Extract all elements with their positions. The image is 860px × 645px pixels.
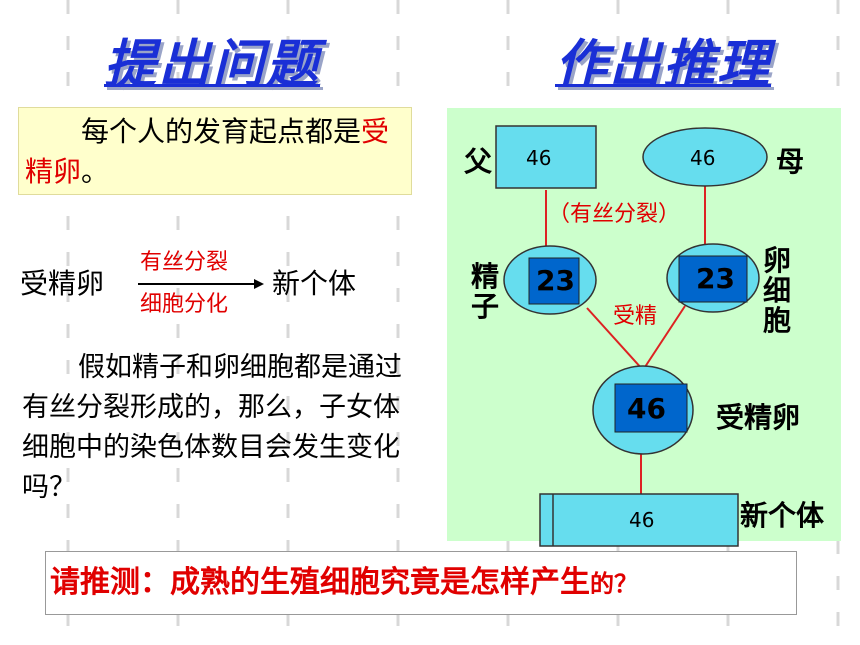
egg-label: 卵细胞 [762, 244, 791, 337]
bottom-question-main: 请推测：成熟的生殖细胞究竟是怎样产生 [50, 565, 590, 600]
sperm-label: 精子 [470, 260, 499, 323]
line-egg-zygote [642, 305, 686, 371]
hypothesis-text: 假如精子和卵细胞都是通过有丝分裂形成的，那么，子女体细胞中的染色体数目会发生变化… [22, 352, 402, 503]
egg-chromosome [678, 255, 748, 303]
line-sperm-zygote [586, 307, 644, 371]
question-suffix: 。 [81, 155, 110, 188]
zygote-label: 受精卵 [716, 401, 801, 434]
father-label: 父 [464, 145, 493, 178]
zygote-chromosome [614, 383, 688, 433]
father-cell [495, 125, 597, 189]
heading-make-inference: 作出推理 [555, 35, 772, 95]
flow-below-arrow-label: 细胞分化 [140, 292, 229, 317]
mother-label: 母 [776, 145, 805, 178]
bottom-question-tail: 的？ [590, 570, 638, 598]
question-highlight: 受精卵 [25, 115, 390, 188]
mother-value: 46 [690, 146, 716, 170]
new-individual-label: 新个体 [740, 499, 825, 532]
inheritance-diagram [495, 125, 768, 547]
flow-arrow [138, 279, 264, 289]
heading-ask-question: 提出问题 [104, 35, 321, 95]
egg-value: 23 [696, 262, 735, 295]
zygote-value: 46 [627, 392, 666, 425]
flow-from-label: 受精卵 [20, 267, 105, 300]
father-value: 46 [526, 146, 552, 170]
mother-cell [642, 127, 768, 187]
flow-to-label: 新个体 [272, 267, 357, 300]
hypothesis-paragraph: 假如精子和卵细胞都是通过有丝分裂形成的，那么，子女体细胞中的染色体数目会发生变化… [22, 348, 412, 508]
bottom-question-box: 请推测：成熟的生殖细胞究竟是怎样产生的？ [45, 551, 797, 615]
sperm-value: 23 [536, 264, 575, 297]
question-box: 每个人的发育起点都是受精卵。 [18, 107, 412, 195]
new-individual-cell [539, 493, 739, 547]
question-text: 每个人的发育起点都是 [81, 115, 362, 148]
sperm-chromosome [528, 257, 580, 305]
fertilization-label: 受精 [613, 304, 658, 329]
flow-above-arrow-label: 有丝分裂 [140, 250, 229, 275]
new-individual-value: 46 [629, 508, 655, 532]
mitosis-label: （有丝分裂） [548, 202, 681, 227]
